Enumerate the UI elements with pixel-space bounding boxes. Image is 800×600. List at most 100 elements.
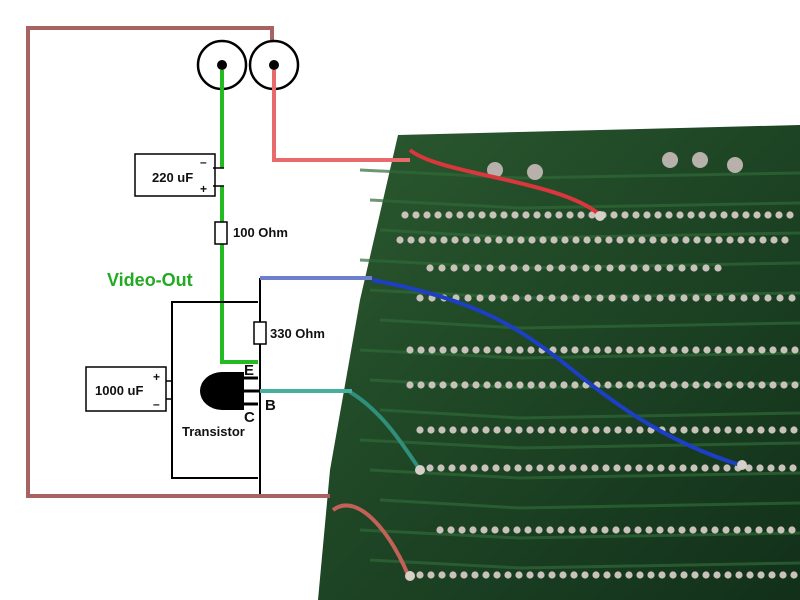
pcb-pad <box>537 571 545 579</box>
pcb-pad <box>626 346 634 354</box>
pcb-pad <box>647 571 655 579</box>
capacitor-220uf-minus: – <box>200 155 207 169</box>
pcb-pad <box>766 526 774 534</box>
pcb-pad <box>439 381 447 389</box>
pcb-pad <box>740 294 748 302</box>
pcb-pad <box>624 464 632 472</box>
video-out-label: Video-Out <box>107 270 193 290</box>
pcb-pad <box>568 526 576 534</box>
pcb-pad <box>757 426 765 434</box>
pcb-pad <box>669 571 677 579</box>
pcb-pad <box>758 346 766 354</box>
pcb-pad <box>668 294 676 302</box>
pcb-pad <box>436 526 444 534</box>
pcb-pad <box>637 346 645 354</box>
pcb-pad <box>528 236 536 244</box>
pcb-pad <box>515 426 523 434</box>
pcb-pad <box>560 294 568 302</box>
pcb-pad <box>474 264 482 272</box>
pcb-pad <box>482 426 490 434</box>
pcb-pad <box>656 526 664 534</box>
pcb-pad <box>461 381 469 389</box>
pcb-pad <box>500 294 508 302</box>
pcb-pad <box>418 236 426 244</box>
pcb-pad <box>610 211 618 219</box>
pcb-pad <box>679 464 687 472</box>
pcb-pad <box>744 526 752 534</box>
resistor-100ohm: 100 Ohm <box>214 221 288 245</box>
pcb-pad <box>604 381 612 389</box>
pcb-pad <box>747 346 755 354</box>
pcb-pad <box>459 464 467 472</box>
pcb-pad <box>550 236 558 244</box>
pcb-pad <box>488 294 496 302</box>
pcb-pad <box>581 571 589 579</box>
pcb-pad <box>714 381 722 389</box>
pcb-pad <box>632 211 640 219</box>
capacitor-220uf-label: 220 uF <box>152 170 193 185</box>
pcb-pad <box>687 211 695 219</box>
pcb-pad <box>588 211 596 219</box>
pcb-pad <box>635 464 643 472</box>
pcb-pad <box>592 571 600 579</box>
pcb-pad <box>544 211 552 219</box>
pcb-pad <box>612 526 620 534</box>
pcb-pad <box>632 294 640 302</box>
pcb-pad <box>481 464 489 472</box>
pcb-pad <box>776 294 784 302</box>
pcb-pad <box>559 426 567 434</box>
pcb-pad <box>764 294 772 302</box>
pcb-pad <box>558 464 566 472</box>
solder-joint <box>595 211 605 221</box>
pcb-pad <box>396 236 404 244</box>
pcb-pad <box>735 426 743 434</box>
pcb-pad <box>713 426 721 434</box>
pcb-pad <box>569 464 577 472</box>
pcb-pad <box>702 426 710 434</box>
pcb-pad <box>594 236 602 244</box>
pcb-pad <box>473 236 481 244</box>
pcb-pad <box>690 264 698 272</box>
pcb-pad <box>577 211 585 219</box>
pcb-pad <box>439 346 447 354</box>
pcb-pad <box>601 526 609 534</box>
pcb-pad <box>680 571 688 579</box>
pcb-pad <box>759 236 767 244</box>
pcb-pad <box>539 236 547 244</box>
pcb-pad <box>625 571 633 579</box>
pcb-pad <box>786 211 794 219</box>
pcb-pad <box>482 571 490 579</box>
pcb-pad <box>546 526 554 534</box>
pcb-pad <box>448 464 456 472</box>
pcb-pad <box>758 381 766 389</box>
pcb-pad <box>510 264 518 272</box>
pcb-pad <box>755 526 763 534</box>
pcb-pad <box>467 211 475 219</box>
pcb-pad <box>596 294 604 302</box>
rca-right-pin <box>269 60 279 70</box>
pcb-pad <box>524 526 532 534</box>
pcb-pad <box>720 211 728 219</box>
pcb-trace <box>379 408 800 420</box>
pcb-pad <box>637 381 645 389</box>
pcb-pad <box>548 426 556 434</box>
pcb-pad <box>416 426 424 434</box>
pcb-pad <box>570 264 578 272</box>
pcb-pad <box>636 426 644 434</box>
pcb-pad <box>493 571 501 579</box>
pcb-pad <box>583 236 591 244</box>
red-wire-bottom <box>331 503 412 581</box>
pcb-pad <box>654 264 662 272</box>
pcb-pad <box>489 211 497 219</box>
pcb-pad <box>504 426 512 434</box>
pcb-pad <box>558 264 566 272</box>
transistor-body-flat <box>222 372 244 410</box>
pcb-pad <box>780 346 788 354</box>
pcb-pad <box>791 381 799 389</box>
pcb-pad <box>493 426 501 434</box>
pcb-pad <box>731 211 739 219</box>
pcb-pad <box>527 346 535 354</box>
pcb-pad <box>680 294 688 302</box>
pcb-pad <box>714 264 722 272</box>
